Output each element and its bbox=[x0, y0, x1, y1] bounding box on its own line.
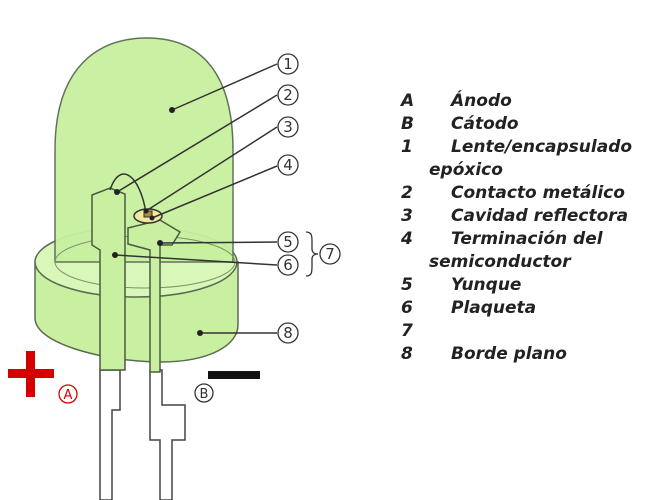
callout-1-label: 1 bbox=[283, 55, 293, 73]
legend-text: Contacto metálico bbox=[451, 183, 625, 203]
legend-key: 8 bbox=[401, 344, 413, 364]
cathode-marker bbox=[194, 383, 214, 403]
legend-item: A Ánodo bbox=[395, 90, 657, 113]
callout-8-label: 8 bbox=[283, 324, 293, 342]
legend-key: 7 bbox=[401, 321, 413, 341]
callout-2-label: 2 bbox=[283, 86, 293, 104]
legend-item: B Cátodo bbox=[395, 113, 657, 136]
plus-sign-icon bbox=[8, 351, 54, 397]
callout-2-marker bbox=[277, 84, 299, 106]
legend-key: 6 bbox=[401, 298, 413, 318]
leader-dots bbox=[112, 107, 203, 336]
legend-text: Cátodo bbox=[451, 114, 519, 134]
legend-text: Cavidad reflectora bbox=[451, 206, 629, 226]
legend-text: Terminación del semiconductor bbox=[429, 229, 603, 272]
callout-6-marker bbox=[277, 254, 299, 276]
callout-4-marker bbox=[277, 154, 299, 176]
callout-1-marker bbox=[277, 53, 299, 75]
callout-4-label: 4 bbox=[283, 156, 293, 174]
legend-item: 3 Cavidad reflectora bbox=[395, 205, 657, 228]
legend-key: 2 bbox=[401, 183, 413, 203]
callout-8-marker bbox=[277, 322, 299, 344]
bond-wire bbox=[109, 173, 147, 214]
legend-item: 8 Borde plano bbox=[395, 343, 657, 366]
legend-item: 6 Plaqueta bbox=[395, 297, 657, 320]
led-leads bbox=[99, 369, 186, 500]
callout-3-label: 3 bbox=[283, 118, 293, 136]
legend-key: 1 bbox=[401, 137, 413, 157]
legend-item: 4 Terminación del semiconductor bbox=[395, 228, 657, 274]
anode-letter: A bbox=[64, 388, 73, 403]
legend-text: Borde plano bbox=[451, 344, 567, 364]
anode-marker bbox=[58, 384, 78, 404]
legend-item: 7 bbox=[395, 320, 657, 343]
legend-text: Yunque bbox=[451, 275, 522, 295]
anode-lead bbox=[99, 369, 121, 500]
callout-7-label: 7 bbox=[325, 245, 335, 263]
callout-markers bbox=[277, 53, 341, 344]
callout-3-marker bbox=[277, 116, 299, 138]
callout-5-label: 5 bbox=[283, 233, 293, 251]
post bbox=[91, 187, 126, 371]
cathode-letter: B bbox=[200, 387, 209, 402]
anvil bbox=[127, 219, 182, 373]
legend-text: Lente/encapsulado epóxico bbox=[429, 137, 633, 180]
legend-key: 5 bbox=[401, 275, 413, 295]
callout-7-marker bbox=[319, 243, 341, 265]
legend-key: B bbox=[401, 114, 414, 134]
legend-item: 5 Yunque bbox=[395, 274, 657, 297]
callout-5-marker bbox=[277, 231, 299, 253]
legend-key: 3 bbox=[401, 206, 413, 226]
legend-text: Ánodo bbox=[451, 91, 512, 111]
cathode-lead bbox=[149, 369, 186, 500]
legend-key: A bbox=[401, 91, 415, 111]
legend-item: 1 Lente/encapsulado epóxico bbox=[395, 136, 657, 182]
internal-frame bbox=[91, 187, 182, 373]
legend-key: 4 bbox=[401, 229, 413, 249]
leader-lines bbox=[114, 63, 278, 334]
callout-6-label: 6 bbox=[283, 256, 293, 274]
legend-text: Plaqueta bbox=[451, 298, 537, 318]
minus-sign-icon bbox=[208, 371, 260, 379]
group-brace bbox=[305, 231, 319, 277]
legend-item: 2 Contacto metálico bbox=[395, 182, 657, 205]
